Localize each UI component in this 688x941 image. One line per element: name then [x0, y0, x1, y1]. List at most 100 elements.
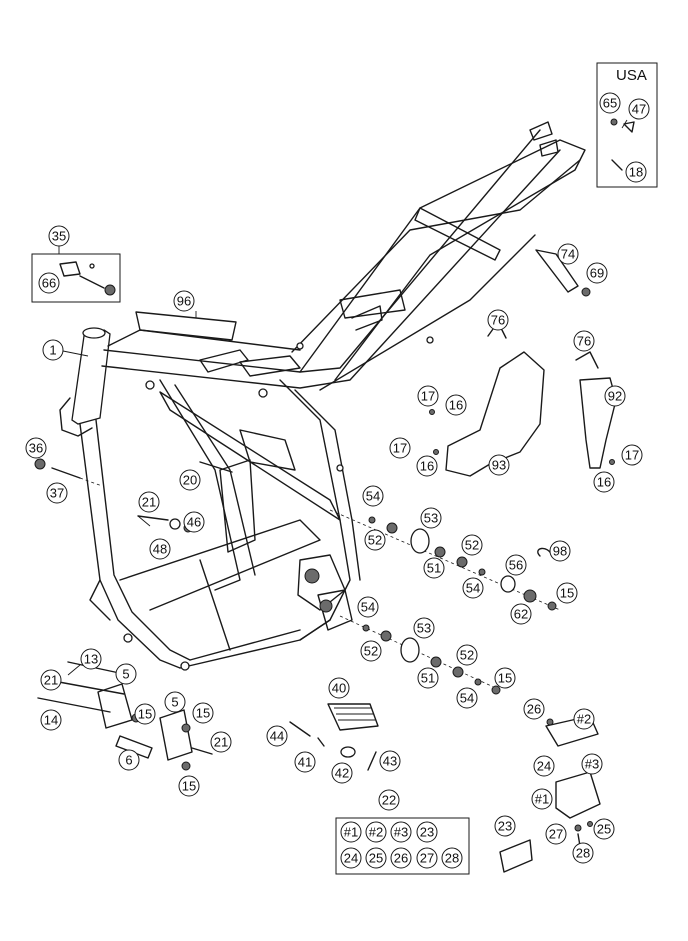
svg-text:15: 15: [182, 779, 196, 794]
svg-text:47: 47: [632, 102, 646, 117]
pivot-plate-lower: [317, 589, 353, 631]
svg-text:76: 76: [577, 334, 591, 349]
part-14-bolt: [37, 697, 111, 713]
callout-54-d: 54: [456, 687, 478, 709]
boss-5: [180, 661, 190, 671]
svg-text:15: 15: [498, 671, 512, 686]
part-35-nut: [104, 284, 116, 296]
svg-text:#1: #1: [535, 792, 549, 807]
svg-text:1: 1: [49, 343, 56, 358]
callout-5-b: 5: [164, 691, 186, 713]
svg-text:25: 25: [369, 851, 383, 866]
callout-16-b: 16: [416, 455, 438, 477]
callout-17-b: 17: [389, 437, 411, 459]
tank-mount-left: [199, 349, 249, 373]
front-downtube-inner: [95, 419, 191, 661]
front-downtube: [79, 423, 181, 669]
svg-text:26: 26: [394, 851, 408, 866]
svg-text:52: 52: [465, 538, 479, 553]
svg-text:25: 25: [597, 822, 611, 837]
callout-25-a: 25: [593, 818, 615, 840]
callout-15-c: 15: [178, 775, 200, 797]
boss-7: [426, 336, 434, 344]
part-6-spacer: [115, 735, 153, 759]
upper-engine-plate: [239, 429, 296, 471]
callout-36: 36: [25, 437, 47, 459]
part-74-bracket: [535, 249, 579, 293]
svg-text:27: 27: [420, 851, 434, 866]
svg-text:53: 53: [417, 621, 431, 636]
svg-text:28: 28: [445, 851, 459, 866]
callout-51-b: 51: [417, 667, 439, 689]
downtube-lug: [89, 579, 111, 621]
svg-text:46: 46: [187, 515, 201, 530]
rear-spar-inner: [294, 389, 361, 581]
part-15-nut-b: [181, 723, 191, 733]
mid-cradle: [119, 519, 321, 611]
svg-text:20: 20: [183, 473, 197, 488]
svg-text:22: 22: [382, 793, 396, 808]
svg-text:92: 92: [608, 389, 622, 404]
kit22-26: 26: [390, 847, 412, 869]
svg-text:35: 35: [52, 229, 66, 244]
rear-spar: [279, 379, 351, 641]
part-21-bolt-c: [191, 747, 213, 755]
subframe-crossbar: [414, 207, 501, 261]
callout-53-b: 53: [413, 617, 435, 639]
kit-22-box: [335, 817, 470, 875]
svg-text:21: 21: [214, 735, 228, 750]
svg-text:42: 42: [335, 766, 349, 781]
usa-kit-box: [596, 62, 658, 188]
callout-22: 22: [378, 789, 400, 811]
kit-35-box: [31, 253, 121, 303]
callout-15-e: 15: [494, 667, 516, 689]
region-label: USA: [616, 67, 647, 84]
callout-26: 26: [523, 698, 545, 720]
callout-hash-1: #1: [531, 788, 553, 810]
svg-text:16: 16: [420, 459, 434, 474]
svg-text:51: 51: [427, 561, 441, 576]
callout-20: 20: [179, 469, 201, 491]
kit22-hash-2: #2: [365, 821, 387, 843]
steering-head-top: [82, 327, 106, 339]
kit22-hash-1: #1: [340, 821, 362, 843]
callout-54-a: 54: [362, 485, 384, 507]
svg-text:21: 21: [142, 495, 156, 510]
callout-14: 14: [40, 709, 62, 731]
part-35-key: [59, 261, 81, 277]
kit22-25: 25: [365, 847, 387, 869]
cradle-leg: [199, 559, 231, 651]
svg-text:#2: #2: [369, 825, 383, 840]
svg-text:18: 18: [629, 165, 643, 180]
pivot-boss-upper: [304, 568, 320, 584]
kit22-23: 23: [416, 821, 438, 843]
tank-mount-right: [239, 355, 301, 377]
svg-text:51: 51: [421, 671, 435, 686]
svg-text:62: 62: [514, 607, 528, 622]
callout-1: 1: [42, 339, 64, 361]
svg-text:56: 56: [509, 558, 523, 573]
callout-6: 6: [118, 749, 140, 771]
kit22-27: 27: [416, 847, 438, 869]
svg-text:37: 37: [50, 486, 64, 501]
svg-text:44: 44: [270, 729, 284, 744]
pivot-boss-lower: [319, 599, 333, 613]
svg-text:23: 23: [420, 825, 434, 840]
part-37-bolt: [51, 467, 81, 479]
svg-text:#1: #1: [344, 825, 358, 840]
boss-6: [336, 464, 344, 472]
svg-text:66: 66: [42, 276, 56, 291]
svg-text:98: 98: [553, 544, 567, 559]
svg-text:13: 13: [84, 652, 98, 667]
callout-28-a: 28: [572, 842, 594, 864]
callout-15-b: 15: [192, 702, 214, 724]
svg-text:36: 36: [29, 441, 43, 456]
callout-98: 98: [549, 540, 571, 562]
part-96-plate: [135, 311, 237, 341]
part-36-nut: [34, 458, 46, 470]
callout-52-d: 52: [456, 644, 478, 666]
boss-2: [258, 388, 268, 398]
svg-text:17: 17: [393, 441, 407, 456]
steering-head-tube: [71, 329, 111, 425]
svg-text:52: 52: [460, 648, 474, 663]
